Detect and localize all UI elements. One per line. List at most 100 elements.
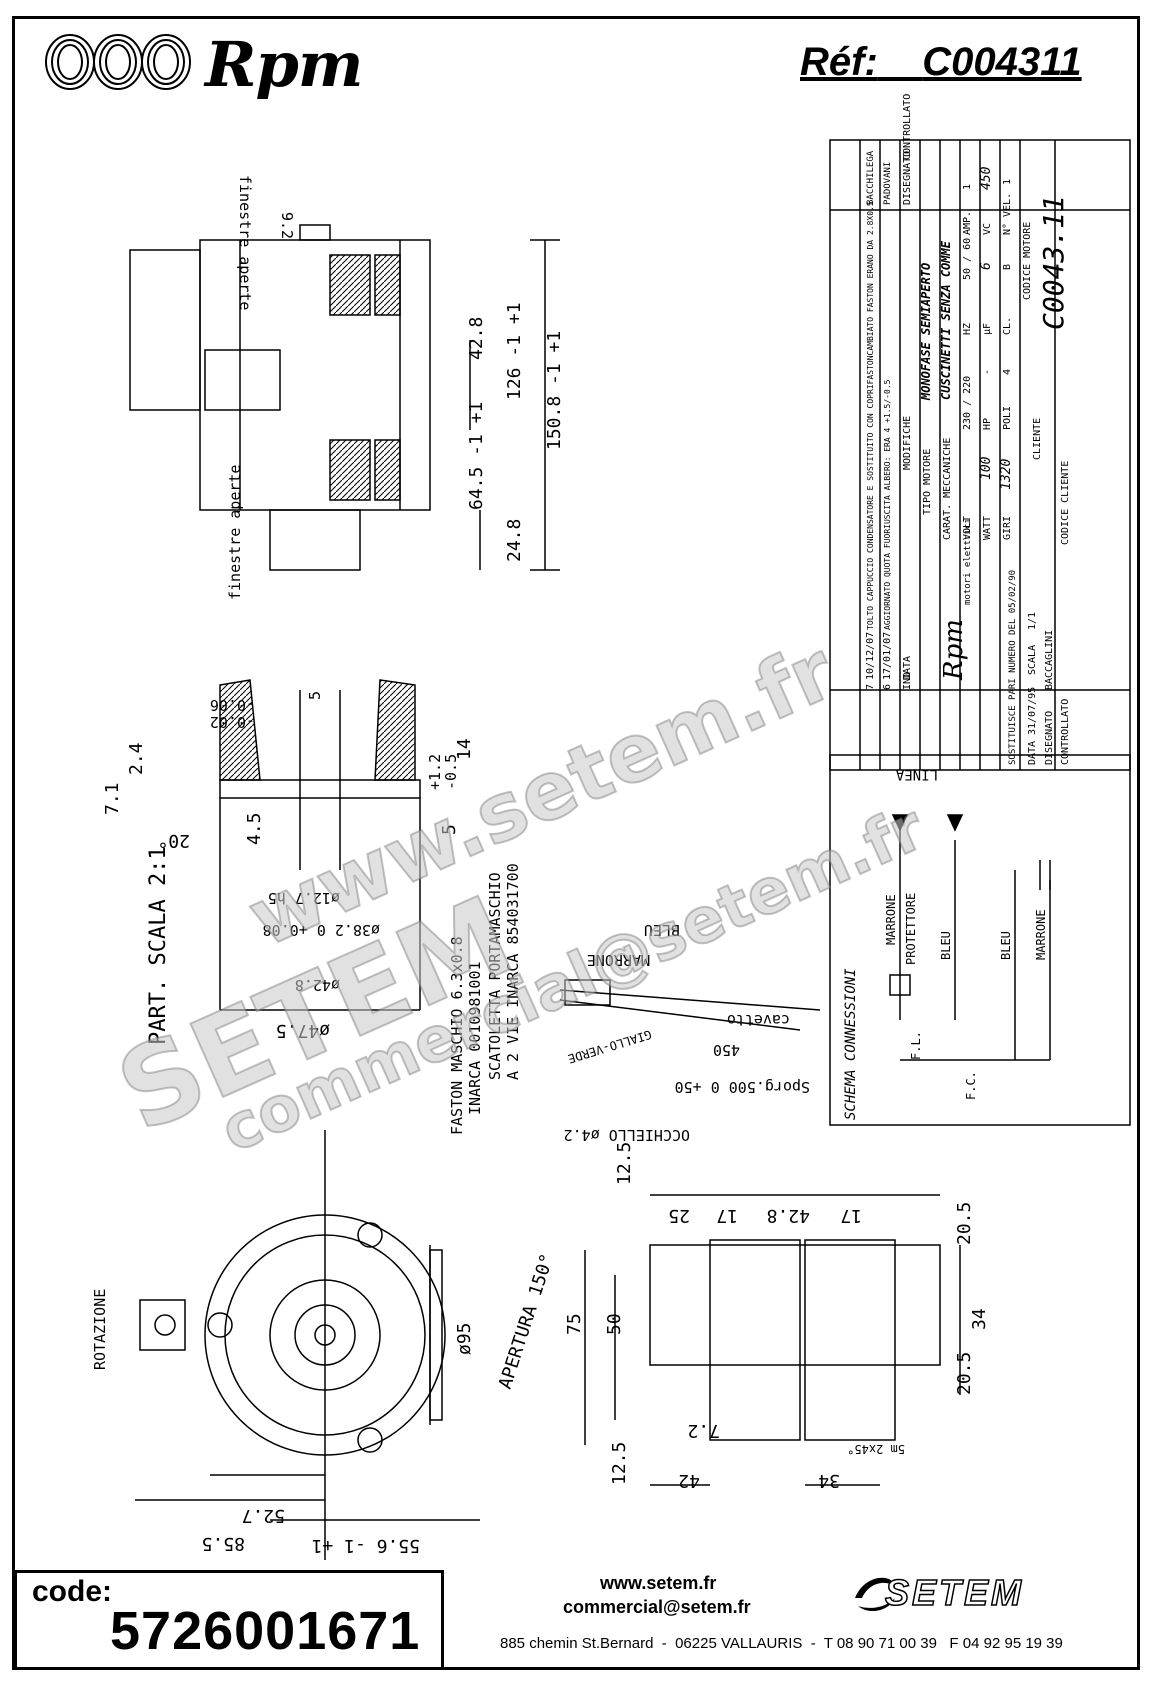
vc-value: 450 <box>979 166 994 190</box>
dim-42-8b: ø42.8 <box>295 976 340 994</box>
dim-finestre-bottom: finestre aperte <box>226 465 244 600</box>
part-scala: PART. SCALA 2:1 <box>146 846 171 1045</box>
rev-6-by: PADOVANI <box>883 162 893 205</box>
code-box <box>14 1570 444 1670</box>
email-link[interactable]: commercial@setem.fr <box>563 1597 751 1617</box>
brand-title: Rpm <box>205 28 363 101</box>
vc-label: VC <box>982 223 993 235</box>
codice-motore-value: C0043.11 <box>1037 195 1070 330</box>
dim-126: 126 -1 +1 <box>504 302 525 400</box>
schema-linea: LINEA <box>895 766 938 782</box>
dim-b-25: 25 <box>668 1205 690 1226</box>
codice-motore-label: CODICE MOTORE <box>1022 222 1033 300</box>
cliente-label: CLIENTE <box>1032 418 1043 460</box>
dim-tol-2: -0.02 <box>210 713 255 731</box>
dim-9-2: 9.2 <box>278 212 296 239</box>
dim-20deg: 20° <box>157 830 190 851</box>
dim-finestre-top: finestre aperte <box>236 175 254 310</box>
poli-value: 4 <box>1002 369 1013 375</box>
dim-b-17a: 17 <box>716 1205 738 1226</box>
dim-tol-3: +1.2 <box>426 754 444 790</box>
schema-protettore: PROTETTORE <box>904 893 918 965</box>
dim-b-42-8: 42.8 <box>767 1205 810 1226</box>
dim-150-8: 150.8 -1 +1 <box>544 331 565 450</box>
reference: Réf: C004311 <box>800 40 1082 85</box>
dim-5b: 5 <box>439 824 460 835</box>
dim-b-12-5a: 12.5 <box>614 1142 635 1185</box>
amp-label: AMP. <box>962 211 973 235</box>
dim-b-20-5b: 20.5 <box>954 1352 975 1395</box>
rotazione-label: ROTAZIONE <box>91 1289 109 1370</box>
nvel-label: N° VEL. <box>1002 193 1013 235</box>
apertura-label: APERTURA 150° <box>495 1251 559 1391</box>
ref-value: C004311 <box>922 40 1082 84</box>
dim-55-6: 55.6 -1 +1 <box>312 1535 420 1556</box>
cable-sporg: Sporg.500 0 +50 <box>675 1078 810 1096</box>
nvel-value: 1 <box>1002 179 1013 185</box>
carat-value: CUSCINETTI SENZA COMME <box>939 240 953 400</box>
rev-6-date: 17/01/07 <box>882 632 893 680</box>
cl-value: B <box>1002 264 1013 270</box>
giri-label: GIRI <box>1002 516 1013 540</box>
dim-b-12-5b: 12.5 <box>609 1442 630 1485</box>
schema-fc: F.C. <box>964 1071 978 1100</box>
volt-label: VOLT <box>962 516 973 540</box>
cable-occhiello: OCCHIELLO ø4.2 <box>564 1126 690 1144</box>
giri-value: 1320 <box>999 459 1014 490</box>
code-value: 5726001671 <box>110 1601 421 1661</box>
dim-2-4: 2.4 <box>126 742 147 775</box>
scala-value: 1/1 <box>1027 612 1038 630</box>
rpm-coil-logo <box>45 34 191 90</box>
cable-cavetto: cavetto <box>727 1011 790 1029</box>
carat-label: CARAT. MECCANICHE <box>942 438 953 540</box>
dim-tol-1: -0.06 <box>210 696 255 714</box>
rev-7-date: 10/12/07 <box>865 632 876 680</box>
rev-hdr-ind: IND <box>902 672 913 690</box>
volt-value: 230 / 220 <box>962 376 973 430</box>
cable-bleu: BLEU <box>644 921 680 939</box>
hz-label: HZ <box>962 323 973 335</box>
schema-fl: F.L. <box>909 1031 923 1060</box>
dim-b-20-5a: 20.5 <box>954 1202 975 1245</box>
rev-6-ind: 6 <box>882 684 893 690</box>
dim-38-2: ø38.2 0 +0.08 <box>263 921 380 939</box>
hp-value: - <box>982 369 993 375</box>
disegnato-label: DISEGNATO <box>1044 711 1055 765</box>
dim-12-7: ø12.7 h5 <box>268 889 340 907</box>
codice-cliente-label: CODICE CLIENTE <box>1060 461 1071 545</box>
website-link[interactable]: www.setem.fr <box>600 1573 717 1593</box>
cable-marrone: MARRONE <box>587 951 650 969</box>
cl-label: CL. <box>1002 317 1013 335</box>
drawing-frame <box>12 16 1140 1670</box>
dim-7-1: 7.1 <box>102 782 123 815</box>
tipo-motore-value: MONOFASE SEMIAPERTO <box>919 263 933 401</box>
data-label: DATA <box>1027 741 1038 765</box>
address-line: 885 chemin St.Bernard - 06225 VALLAURIS … <box>500 1635 1063 1652</box>
schema-bleu-1: BLEU <box>939 931 953 960</box>
ref-label: Réf: <box>800 40 878 84</box>
dim-4-5: 4.5 <box>244 812 265 845</box>
amp-value: 1 <box>962 184 973 190</box>
schema-title: SCHEMA CONNESSIONI <box>843 968 859 1120</box>
cable-faston: FASTON MASCHIO 6.3x0.8 <box>448 936 466 1135</box>
dim-tol-4: -0.5 <box>442 754 460 790</box>
rev-7-desc: TOLTO CAPPUCCIO CONDENSATORE E SOSTITUIT… <box>866 201 875 630</box>
setem-swoosh-icon <box>855 1577 895 1612</box>
dim-b-42: 42 <box>678 1470 700 1491</box>
setem-logo: SETEM <box>884 1571 1025 1614</box>
rev-hdr-data: DATA <box>902 656 913 680</box>
dim-b-75: 75 <box>564 1313 585 1335</box>
title-block-sub: motori elettrici <box>963 518 973 605</box>
disegnato-value: BACCAGLINI <box>1044 630 1055 690</box>
dim-b-50: 50 <box>604 1313 625 1335</box>
dim-42-8: 42.8 <box>466 317 487 360</box>
title-block-brand: Rpm <box>939 619 969 681</box>
code-label: code: <box>32 1575 113 1608</box>
schema-marrone-2: MARRONE <box>1034 909 1048 960</box>
dim-95: ø95 <box>454 1322 475 1355</box>
cable-450: 450 <box>713 1041 740 1059</box>
rev-hdr-disegnato: DISEGNATO <box>902 151 913 205</box>
sostituisce: SOSTITUISCE PARI NUMERO DEL 05/02/90 <box>1008 570 1018 765</box>
data-value: 31/07/95 <box>1027 687 1038 735</box>
